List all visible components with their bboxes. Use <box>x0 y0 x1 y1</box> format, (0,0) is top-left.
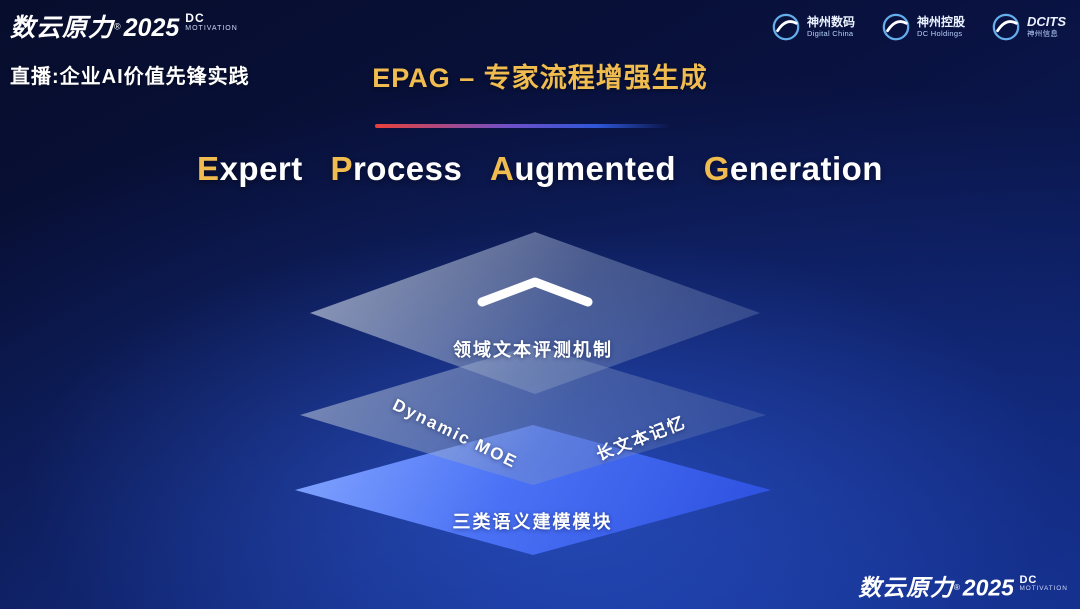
brand-subtext: DC MOTIVATION <box>1020 570 1068 592</box>
subtitle-expanded-acronym: Expert Process Augmented Generation <box>0 150 1080 188</box>
brand-year: 2025 <box>123 14 180 42</box>
word-rest: ugmented <box>514 150 677 187</box>
brand-dc: DC <box>1019 572 1038 586</box>
brand-subtext: DC MOTIVATION <box>185 8 238 32</box>
word-initial: P <box>330 150 353 187</box>
brand-name: 数云原力 <box>858 575 955 602</box>
partner-text: DCITS 神州信息 <box>1027 14 1066 39</box>
partner-dc-holdings: 神州控股 DC Holdings <box>881 12 965 42</box>
subtitle-word: Augmented <box>490 150 676 188</box>
diagram-layer-evaluation <box>310 232 760 394</box>
word-initial: A <box>490 150 515 187</box>
brand-year: 2025 <box>962 575 1015 602</box>
brand-logo-top-left: 数云原力®2025 DC MOTIVATION <box>10 8 238 44</box>
brand-dc: DC <box>185 11 205 25</box>
registered-mark: ® <box>954 582 961 592</box>
registered-mark: ® <box>114 21 121 32</box>
word-rest: eneration <box>729 150 883 187</box>
page-title: EPAG – 专家流程增强生成 <box>372 63 708 93</box>
word-initial: E <box>197 150 220 187</box>
gradient-divider-line <box>375 124 670 128</box>
brand-motivation: MOTIVATION <box>1019 585 1068 592</box>
brand-motivation: MOTIVATION <box>185 24 238 32</box>
subtitle-word: Process <box>330 150 462 188</box>
subtitle-word: Generation <box>704 150 883 188</box>
brand-wordmark: 数云原力®2025 <box>10 8 179 44</box>
word-rest: rocess <box>352 150 463 187</box>
brand-logo-bottom-right: 数云原力®2025 DC MOTIVATION <box>858 570 1068 603</box>
digital-china-swoosh-icon <box>772 13 800 41</box>
partner-subname: Digital China <box>806 28 854 38</box>
partner-subname: DC Holdings <box>916 28 963 38</box>
partner-dcits: DCITS 神州信息 <box>991 12 1066 42</box>
brand-wordmark: 数云原力®2025 <box>858 570 1014 603</box>
partner-text: 神州数码 Digital China <box>806 14 855 38</box>
brand-name: 数云原力 <box>10 14 115 42</box>
live-stream-label: 直播:企业AI价值先锋实践 <box>10 66 250 88</box>
chevron-up-icon <box>470 274 600 310</box>
subtitle-word: Expert <box>197 150 303 188</box>
partner-name: 神州数码 <box>806 14 855 29</box>
word-rest: xpert <box>219 150 303 187</box>
dc-holdings-swoosh-icon <box>882 13 910 41</box>
partner-name: DCITS <box>1027 14 1066 30</box>
partner-logos: 神州数码 Digital China 神州控股 DC Holdings DCIT… <box>771 12 1066 42</box>
word-initial: G <box>703 150 730 187</box>
partner-name: 神州控股 <box>916 14 965 29</box>
partner-text: 神州控股 DC Holdings <box>916 14 965 38</box>
dcits-swoosh-icon <box>992 13 1020 41</box>
top-layer-label: 领域文本评测机制 <box>453 340 613 360</box>
partner-digital-china: 神州数码 Digital China <box>771 12 855 42</box>
partner-subname: 神州信息 <box>1027 29 1059 39</box>
bottom-layer-label: 三类语义建模模块 <box>452 512 613 532</box>
